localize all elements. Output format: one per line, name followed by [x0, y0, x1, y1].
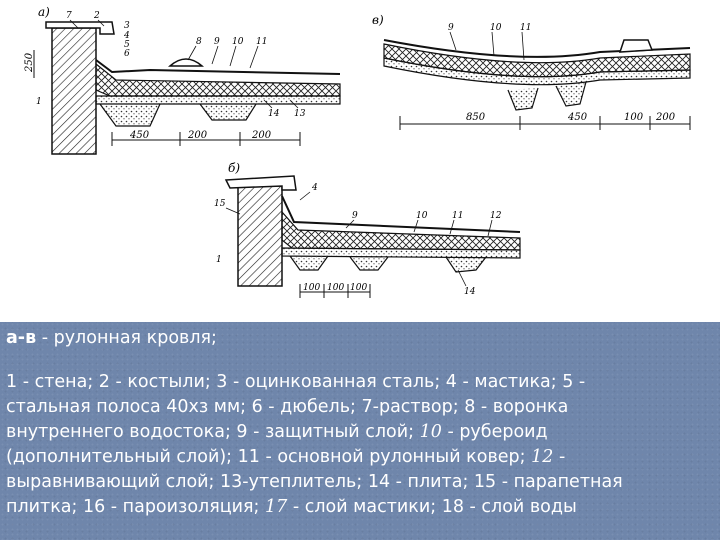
dim-b-1: 100 — [303, 283, 320, 293]
callout-b-11: 11 — [452, 211, 463, 221]
slab-a — [95, 95, 341, 105]
wall-b — [237, 185, 283, 287]
slab-v — [383, 57, 691, 86]
callout-b-14: 14 — [464, 287, 476, 297]
callout-b-12: 12 — [490, 211, 502, 221]
caption-title-label: а-в — [6, 328, 37, 348]
callout-b-4: 4 — [311, 183, 318, 193]
callout-a-1: 1 — [36, 97, 42, 107]
dim-b-3: 100 — [350, 283, 367, 293]
panel-label-a: а) — [38, 5, 50, 19]
callout-a-5: 5 — [124, 40, 130, 50]
callout-v-9: 9 — [448, 23, 454, 33]
wall-a — [51, 27, 97, 155]
slab-b — [281, 247, 521, 259]
insulation-a — [95, 62, 341, 97]
panel-label-v: в) — [372, 13, 384, 27]
callout-b-9: 9 — [352, 211, 358, 221]
roof-top-a — [95, 59, 341, 75]
callout-v-10: 10 — [490, 23, 502, 33]
legend-text: внутреннего водостока; 9 - защитный слой… — [6, 422, 420, 442]
dim-a-1: 450 — [129, 130, 150, 141]
funnel-a — [168, 58, 204, 67]
section-v: в) 850 450 100 200 9 10 11 — [372, 13, 691, 130]
legend-line: плитка; 16 - пароизоляция; 17 - слой мас… — [6, 495, 623, 520]
caption-panel: а-в - рулонная кровля; 1 - стена; 2 - ко… — [0, 322, 720, 540]
legend-line: выравнивающий слой; 13-утеплитель; 14 - … — [6, 470, 623, 495]
parapet-cap-b — [224, 175, 297, 191]
legend-text: (дополнительный слой); 11 - основной рул… — [6, 447, 532, 467]
legend-text: - слой мастики; 18 - слой воды — [287, 497, 577, 517]
funnel-v — [618, 39, 654, 53]
section-b: б) 100 100 100 4 15 9 10 11 12 1 14 — [214, 161, 521, 298]
legend-text: плитка; 16 - пароизоляция; — [6, 497, 266, 517]
callout-a-7: 7 — [66, 11, 72, 21]
callout-a-11: 11 — [256, 37, 267, 47]
legend-text: - — [553, 447, 566, 467]
dim-v-4: 200 — [655, 112, 676, 123]
dim-a-3: 200 — [251, 130, 272, 141]
dim-a-height: 250 — [24, 52, 35, 73]
callout-b-10: 10 — [416, 211, 428, 221]
dim-a-2: 200 — [187, 130, 208, 141]
legend-text: стальная полоса 40хз мм; 6 - дюбель; 7-р… — [6, 397, 569, 417]
dim-b-2: 100 — [327, 283, 344, 293]
callout-b-15: 15 — [214, 199, 226, 209]
callout-a-6: 6 — [124, 49, 130, 59]
legend-line: 1 - стена; 2 - костыли; 3 - оцинкованная… — [6, 370, 623, 395]
callout-a-14: 14 — [268, 109, 280, 119]
slab-ribs-v — [507, 81, 587, 111]
roof-section-drawings: а) 250 450 200 200 7 2 3 4 5 6 8 9 — [24, 5, 691, 298]
callout-a-4: 4 — [123, 31, 130, 41]
callout-a-10: 10 — [232, 37, 244, 47]
callout-v-11: 11 — [520, 23, 531, 33]
legend-number-italic: 12 — [531, 447, 554, 467]
callout-a-2: 2 — [93, 11, 100, 21]
callout-a-8: 8 — [196, 37, 202, 47]
panel-label-b: б) — [228, 161, 240, 175]
slab-ribs-b — [289, 255, 487, 273]
legend-number-italic: 10 — [419, 422, 442, 442]
slab-ribs-a — [99, 103, 257, 127]
legend-text: 1 - стена; 2 - костыли; 3 - оцинкованная… — [6, 372, 586, 392]
callout-a-3: 3 — [124, 21, 130, 31]
caption-legend: 1 - стена; 2 - костыли; 3 - оцинкованная… — [6, 370, 623, 520]
dim-v-3: 100 — [624, 112, 644, 123]
legend-line: внутреннего водостока; 9 - защитный слой… — [6, 420, 623, 445]
dim-v-2: 450 — [567, 112, 588, 123]
caption-title-text: - рулонная кровля; — [36, 328, 217, 348]
parapet-cap-a — [45, 21, 115, 35]
legend-text: выравнивающий слой; 13-утеплитель; 14 - … — [6, 472, 623, 492]
legend-number-italic: 17 — [265, 497, 288, 517]
callout-b-1: 1 — [216, 255, 222, 265]
roof-top-v — [383, 39, 691, 58]
legend-text: - рубероид — [441, 422, 548, 442]
section-a: а) 250 450 200 200 7 2 3 4 5 6 8 9 — [24, 5, 341, 155]
roof-top-b — [281, 195, 521, 233]
callout-a-13: 13 — [294, 109, 306, 119]
legend-line: (дополнительный слой); 11 - основной рул… — [6, 445, 623, 470]
legend-line: стальная полоса 40хз мм; 6 - дюбель; 7-р… — [6, 395, 623, 420]
dim-v-1: 850 — [466, 112, 486, 123]
callout-a-9: 9 — [214, 37, 220, 47]
caption-title: а-в - рулонная кровля; — [6, 326, 217, 351]
